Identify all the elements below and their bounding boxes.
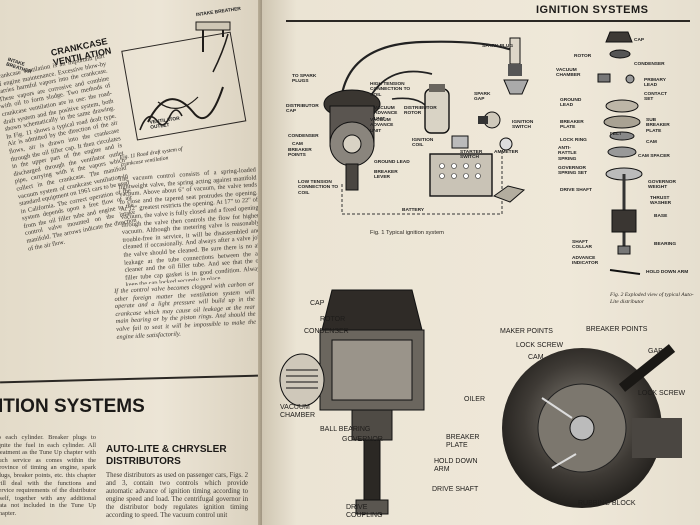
fig2-label-condenser: CONDENSER	[634, 62, 665, 67]
page-header: IGNITION SYSTEMS	[536, 4, 649, 16]
fig1-label-low-tension: LOW TENSION CONNECTION TO COIL	[298, 180, 339, 196]
fig2-label-primary-lead: PRIMARY LEAD	[644, 78, 666, 89]
fig1-label-distributor-cap: DISTRIBUTOR CAP	[286, 104, 319, 115]
center-column-italic: If the control valve becomes clogged wit…	[114, 280, 257, 341]
fig1-label-condenser: CONDENSER	[288, 134, 319, 139]
fig11-crankcase-drawing	[121, 21, 247, 141]
fig4-label-maker-points: MAKER POINTS	[500, 328, 553, 335]
fig3-label-breaker-plate: BREAKER PLATE	[446, 434, 480, 449]
fig2-label-contact-set: CONTACT SET	[644, 92, 668, 103]
fig1-label-ignition-coil: IGNITION COIL	[412, 138, 434, 149]
fig2-label-sub-breaker-plate: SUB BREAKER PLATE	[646, 118, 670, 134]
fig2-label-governor-spring-set: GOVERNOR SPRING SET	[558, 166, 588, 177]
fig1-label-ignition-switch: IGNITION SWITCH	[512, 120, 534, 131]
fig1-label-vacuum-advance: VACUUM ADVANCE UNIT	[374, 106, 398, 122]
fig2-label-drive-shaft: DRIVE SHAFT	[560, 188, 592, 193]
fig1-label-battery: BATTERY	[402, 208, 425, 213]
fig2-exploded-distributor	[597, 31, 643, 275]
fig1-label-spark-gap: SPARK GAP	[474, 92, 491, 103]
center-column-text: The vacuum control consists of a spring-…	[118, 166, 264, 286]
fig2-label-ground-lead: GROUND LEAD	[560, 98, 582, 109]
fig2-label-felt: FELT	[610, 132, 622, 137]
fig1-label-to-spark-plugs: TO SPARK PLUGS	[292, 74, 317, 85]
fig2-label-bearing: BEARING	[654, 242, 677, 247]
fig2-label-shaft-collar: SHAFT COLLAR	[572, 240, 592, 251]
bottom-left-text: to each cylinder. Breaker plugs to ignit…	[0, 434, 96, 517]
left-divider-rule	[0, 374, 258, 383]
fig2-label-hold-down-arm: HOLD DOWN ARM	[646, 270, 689, 275]
fig2-label-anti-rattle: ANTI-RATTLE SPRING	[558, 146, 577, 162]
fig3-label-drive-coupling: DRIVE COUPLING	[346, 504, 383, 519]
fig3-label-hold-down-arm: HOLD DOWN ARM	[434, 458, 478, 473]
fig1-label-distributor-rotor: DISTRIBUTOR ROTOR	[404, 106, 437, 117]
fig2-label-cam-spacer: CAM SPACER	[638, 154, 670, 159]
fig1-label-ground-lead: GROUND LEAD	[374, 160, 410, 165]
fig1-label-breaker-lever: BREAKER LEVER	[374, 170, 398, 181]
ignition-systems-big-heading: ITION SYSTEMS	[0, 396, 145, 417]
fig4-label-lock-screw-2: LOCK SCREW	[638, 390, 686, 397]
fig3-label-vacuum-chamber: VACUUM CHAMBER	[280, 404, 316, 419]
right-page: IGNITION SYSTEMS	[262, 0, 700, 525]
header-rule	[286, 20, 690, 22]
fig2-label-breaker-plate: BREAKER PLATE	[560, 120, 584, 131]
fig2-label-lock-ring: LOCK RING	[560, 138, 587, 143]
fig4-label-rubbing-block: RUBBING BLOCK	[578, 500, 636, 507]
fig4-breaker-points-photo	[502, 344, 682, 508]
fig3-cutaway-distributor	[279, 289, 425, 515]
fig3-label-oiler: OILER	[464, 396, 486, 403]
fig1-label-breaker-points: BREAKER POINTS	[288, 148, 312, 159]
fig2-label-cap: CAP	[634, 38, 645, 43]
fig2-label-governor-weight: GOVERNOR WEIGHT	[648, 180, 676, 191]
fig3-label-drive-shaft: DRIVE SHAFT	[432, 486, 479, 493]
fig1-label-ammeter: AMMETER	[494, 150, 519, 155]
fig1-caption: Fig. 1 Typical ignition system	[370, 230, 444, 236]
fig1-label-vacuum-advance-2: VACUUM ADVANCE UNIT	[370, 118, 394, 134]
fig1-label-spark-plug: SPARK PLUG	[482, 44, 514, 49]
fig4-label-breaker-points: BREAKER POINTS	[586, 326, 648, 333]
fig1-label-starter-switch: STARTER SWITCH	[460, 150, 483, 161]
fig1-label-high-tension: HIGH TENSION CONNECTION TO COIL	[370, 82, 411, 98]
fig2-label-thrust-washer: THRUST WASHER	[650, 196, 672, 207]
fig2-label-advance-indicator: ADVANCE INDICATOR	[572, 256, 599, 267]
fig2-label-rotor: ROTOR	[574, 54, 592, 59]
fig2-label-cam: CAM	[646, 140, 657, 145]
fig4-label-cam: CAM	[528, 354, 544, 361]
fig3-label-rotor: ROTOR	[320, 316, 346, 323]
fig4-label-lock-screw: LOCK SCREW	[516, 342, 564, 349]
fig4-label-gap: GAP	[648, 348, 663, 355]
fig3-label-condenser: CONDENSER	[304, 328, 349, 335]
fig3-label-governor: GOVERNOR	[342, 436, 383, 443]
autolite-text: These distributors as used on passenger …	[106, 472, 248, 519]
fig2-label-vacuum-chamber: VACUUM CHAMBER	[556, 68, 581, 79]
fig1-ignition-diagram	[323, 37, 529, 215]
fig1-label-cam: CAM	[292, 142, 303, 147]
fig3-label-ball-bearing: BALL BEARING	[320, 426, 371, 433]
left-page: INTAKE BREATHER CRANKCASE VENTILATION Cr…	[0, 0, 268, 525]
autolite-heading: AUTO-LITE & CHRYSLER DISTRIBUTORS	[106, 444, 227, 467]
fig3-label-cap: CAP	[310, 300, 325, 307]
fig2-caption: Fig. 2 Exploded view of typical Auto-Lit…	[610, 292, 694, 305]
fig2-label-base: BASE	[654, 214, 668, 219]
